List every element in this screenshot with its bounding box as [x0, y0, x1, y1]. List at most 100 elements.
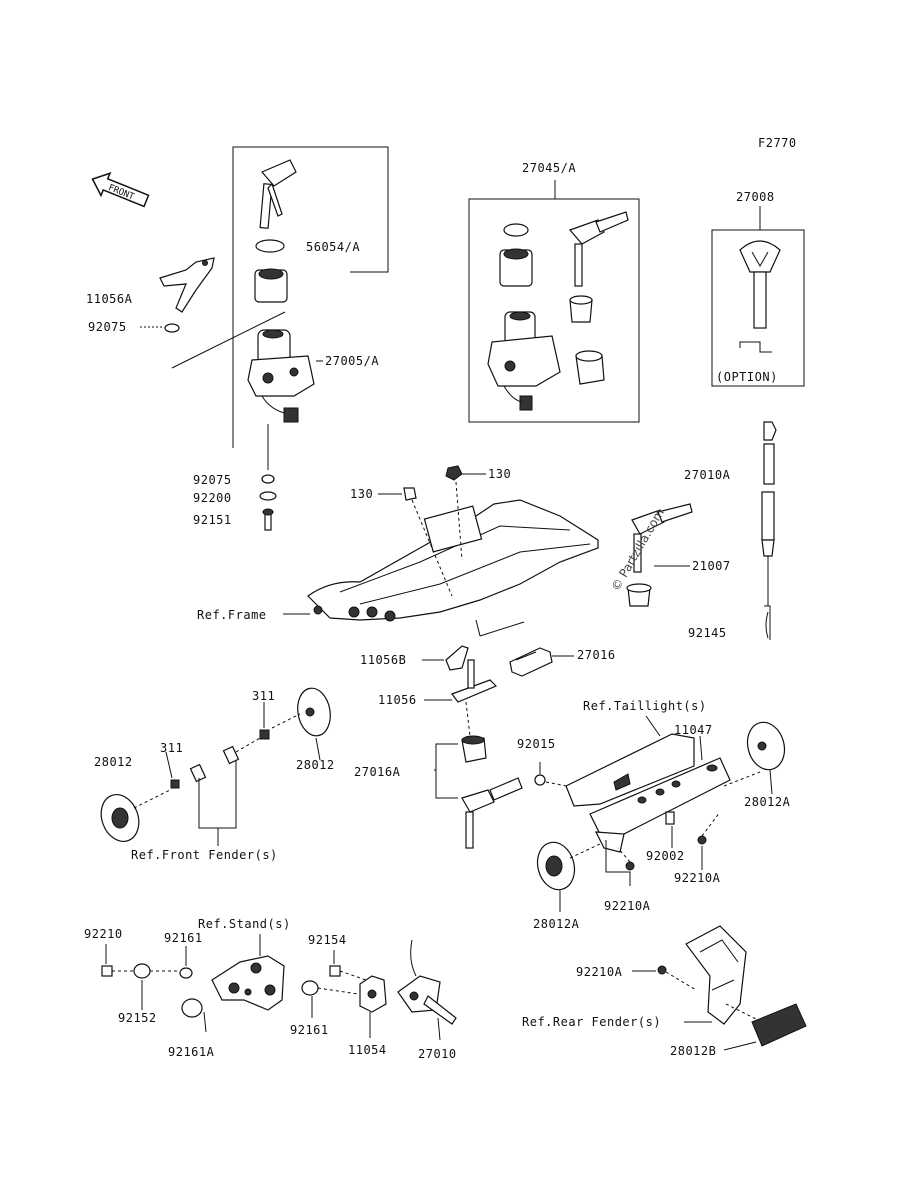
seal-ring-icon	[255, 239, 285, 253]
stand-bracket-icon	[211, 955, 285, 1011]
label-27016: 27016	[577, 648, 616, 662]
label-ref-rear-fender: Ref.Rear Fender(s)	[522, 1015, 661, 1029]
bracket-11047-icon	[565, 733, 731, 853]
lock-27016a-icon	[461, 735, 487, 763]
key-b-icon	[568, 211, 629, 287]
label-11054: 11054	[348, 1043, 387, 1057]
label-92015: 92015	[517, 737, 556, 751]
label-130-left: 130	[350, 487, 373, 501]
bolt-130-left-icon	[403, 487, 417, 501]
bolt-92002-icon	[665, 811, 675, 825]
label-27008: 27008	[736, 190, 775, 204]
label-11056a: 11056A	[86, 292, 133, 306]
option-key-box	[711, 229, 805, 387]
stud-right-icon	[222, 745, 240, 765]
bolt-92154-icon	[329, 965, 341, 977]
label-28012a-right: 28012A	[744, 795, 791, 809]
label-ref-stand: Ref.Stand(s)	[198, 917, 291, 931]
front-arrow-icon: FRONT	[91, 172, 150, 208]
label-27016a: 27016A	[354, 765, 401, 779]
label-ref-taillight: Ref.Taillight(s)	[583, 699, 707, 713]
key-21007-icon	[631, 503, 693, 573]
sidestand-switch-27010-icon	[397, 939, 457, 1025]
label-28012-left: 28012	[94, 755, 133, 769]
cap-21007-icon	[626, 583, 652, 607]
part-labels: 56054/A 11056A 92075 27005/A 92075 92200…	[84, 161, 791, 1061]
label-92161-top: 92161	[164, 931, 203, 945]
bushing-92161a-icon	[181, 998, 203, 1018]
label-92210: 92210	[84, 927, 123, 941]
label-130-right: 130	[488, 467, 511, 481]
bolt-92151-icon	[262, 508, 274, 531]
lock-b-icon	[575, 350, 605, 385]
nut-311-top-icon	[259, 729, 270, 740]
ignition-key-icon	[259, 159, 297, 229]
nut-311-icon	[170, 779, 180, 789]
cap-cylinder-icon	[254, 268, 288, 303]
bushing-92161-b-icon	[301, 980, 319, 996]
washer-92075-icon	[164, 323, 180, 333]
bracket-11056-icon	[451, 659, 498, 703]
bracket-11056b-icon	[445, 645, 469, 671]
diagram-code: F2770	[758, 136, 797, 150]
bushing-92161-icon	[179, 967, 193, 979]
label-ref-frame: Ref.Frame	[197, 608, 267, 622]
label-11056: 11056	[378, 693, 417, 707]
label-311-top: 311	[252, 689, 275, 703]
label-27045a: 27045/A	[522, 161, 576, 175]
label-92210a-mid: 92210A	[604, 899, 651, 913]
bolt-130-right-icon	[445, 465, 463, 481]
seal-ring-b-icon	[503, 223, 529, 237]
rear-fender-icon	[685, 925, 747, 1025]
key-27016a-icon	[461, 777, 523, 849]
label-311: 311	[160, 741, 183, 755]
reflector-28012-left-icon	[100, 794, 140, 842]
ignition-switch-icon	[247, 329, 315, 423]
reflector-28012a-mid-icon	[536, 841, 576, 891]
label-92161a: 92161A	[168, 1045, 215, 1059]
label-92161-bottom: 92161	[290, 1023, 329, 1037]
switch-11054-icon	[359, 975, 387, 1013]
label-56054a: 56054/A	[306, 240, 360, 254]
label-11047: 11047	[674, 723, 713, 737]
cylinder-b-icon	[499, 248, 533, 287]
label-92152: 92152	[118, 1011, 157, 1025]
washer-92200-icon	[259, 491, 277, 501]
bracket-11056a-icon	[159, 257, 215, 313]
label-92002: 92002	[646, 849, 685, 863]
washer-92075b-icon	[261, 474, 275, 484]
label-92210a-right: 92210A	[674, 871, 721, 885]
washer-92152-icon	[133, 963, 151, 979]
stud-left-icon	[189, 763, 207, 783]
switch-b-icon	[487, 311, 561, 411]
label-92154: 92154	[308, 933, 347, 947]
frame-icon	[307, 499, 599, 622]
option-label: (OPTION)	[716, 370, 778, 384]
label-92145: 92145	[688, 626, 727, 640]
label-28012b: 28012B	[670, 1044, 716, 1058]
label-28012a-mid: 28012A	[533, 917, 580, 931]
label-11056b: 11056B	[360, 653, 406, 667]
label-92210a-bottom: 92210A	[576, 965, 623, 979]
label-27010: 27010	[418, 1047, 457, 1061]
label-92200: 92200	[193, 491, 232, 505]
reflector-28012b-icon	[751, 1003, 807, 1047]
reflector-28012a-right-icon	[746, 721, 786, 771]
reflector-28012-right-icon	[297, 687, 331, 737]
label-21007: 21007	[692, 559, 731, 573]
label-27010a: 27010A	[684, 468, 731, 482]
label-92075-top: 92075	[88, 320, 127, 334]
blank-key-icon	[739, 240, 781, 353]
label-92151: 92151	[193, 513, 232, 527]
switch-set-box	[468, 198, 640, 423]
label-28012-right: 28012	[296, 758, 335, 772]
ignition-group-bracket	[232, 146, 389, 448]
nut-92210a-bottom-icon	[657, 965, 667, 975]
nut-92015-icon	[534, 774, 546, 786]
label-92075-b: 92075	[193, 473, 232, 487]
cap-b-icon	[569, 295, 593, 323]
nut-92210-icon	[101, 965, 113, 977]
cable-27010a-icon	[761, 421, 777, 640]
